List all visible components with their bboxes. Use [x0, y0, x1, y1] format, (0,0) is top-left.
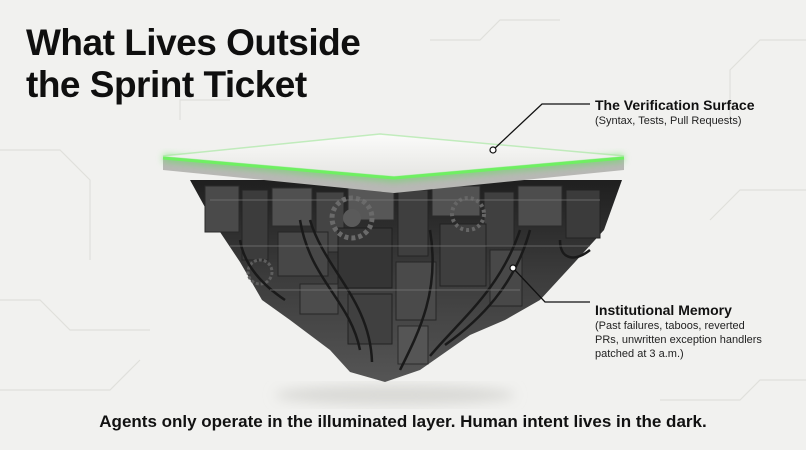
memory-leader-line	[512, 267, 590, 303]
title-line-1: What Lives Outside	[26, 22, 361, 63]
title-line-2: the Sprint Ticket	[26, 64, 307, 105]
glow-rim	[162, 156, 625, 180]
institutional-memory-detail-1: (Past failures, taboos, reverted	[595, 320, 745, 332]
page-title: What Lives Outside the Sprint Ticket	[26, 22, 361, 106]
verification-surface-detail: (Syntax, Tests, Pull Requests)	[595, 115, 742, 127]
surface-leader-line	[492, 103, 590, 151]
institutional-memory-machinery	[190, 180, 622, 382]
institutional-memory-callout: Institutional Memory (Past failures, tab…	[595, 302, 800, 361]
institutional-memory-heading: Institutional Memory	[595, 302, 732, 318]
surface-anchor-dot	[489, 146, 497, 154]
platform-shadow	[275, 385, 515, 405]
institutional-memory-detail-3: patched at 3 a.m.)	[595, 348, 684, 360]
memory-anchor-dot	[509, 264, 517, 272]
institutional-memory-detail-2: PRs, unwritten exception handlers	[595, 334, 762, 346]
platform-slab-edge	[163, 158, 624, 193]
bottom-caption: Agents only operate in the illuminated l…	[99, 412, 707, 431]
verification-surface-callout: The Verification Surface (Syntax, Tests,…	[595, 97, 795, 128]
verification-surface-heading: The Verification Surface	[595, 97, 755, 113]
